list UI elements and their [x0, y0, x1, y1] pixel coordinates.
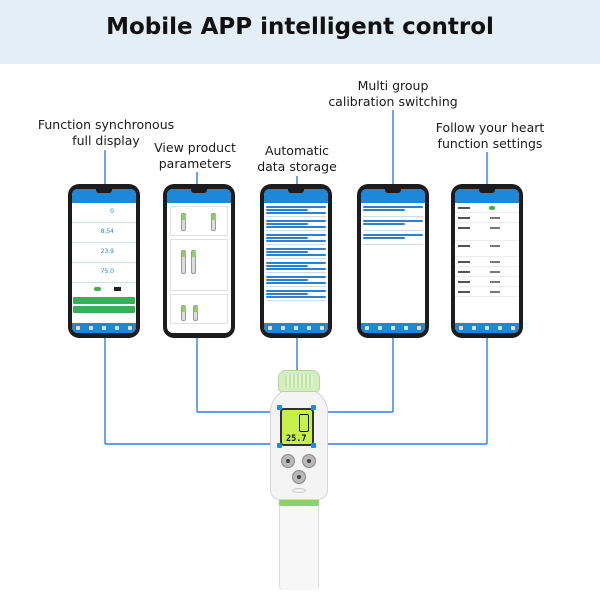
record-row[interactable]	[266, 217, 326, 231]
phone-screen	[455, 189, 519, 333]
toggle-switch[interactable]	[489, 206, 495, 210]
lcd-large-digit	[299, 414, 309, 432]
app-tabbar	[361, 323, 425, 333]
phone-readings: 0 8.54 23.9 75.0	[68, 184, 140, 338]
record-row[interactable]	[266, 259, 326, 273]
meter-lcd-display: 25.7	[280, 408, 314, 446]
settings-row[interactable]	[455, 267, 519, 277]
meter-probe	[279, 494, 319, 590]
meter-cap	[278, 370, 320, 392]
label-function-display: Function synchronous full display	[37, 117, 175, 148]
save-reading-button[interactable]	[73, 306, 135, 313]
app-titlebar	[455, 189, 519, 203]
app-tabbar	[264, 323, 328, 333]
backlight-row	[72, 283, 136, 295]
meter-button-bottom[interactable]	[292, 470, 306, 484]
header-banner: Mobile APP intelligent control	[0, 0, 600, 64]
phone-screen: 0 8.54 23.9 75.0	[72, 189, 136, 333]
label-calibration: Multi group calibration switching	[328, 78, 458, 109]
reading-row: 0	[72, 203, 136, 223]
settings-row[interactable]	[455, 277, 519, 287]
settings-row[interactable]	[455, 241, 519, 257]
lcd-reading: 25.7	[286, 434, 307, 444]
app-titlebar	[361, 189, 425, 203]
page-title: Mobile APP intelligent control	[106, 14, 494, 40]
reading-row: 75.0	[72, 263, 136, 283]
toggle-switch[interactable]	[94, 287, 101, 291]
app-tabbar	[72, 323, 136, 333]
record-row[interactable]	[266, 273, 326, 287]
label-view-parameters: View product parameters	[154, 140, 236, 171]
app-tabbar	[455, 323, 519, 333]
meter-button-left[interactable]	[281, 454, 295, 468]
phone-data-storage	[260, 184, 332, 338]
phone-screen	[361, 189, 425, 333]
product-card	[170, 206, 228, 236]
reading-row: 23.9	[72, 243, 136, 263]
label-data-storage: Automatic data storage	[257, 143, 337, 174]
product-card	[170, 239, 228, 291]
label-settings: Follow your heart function settings	[435, 120, 545, 151]
settings-row[interactable]	[455, 287, 519, 297]
settings-row[interactable]	[455, 257, 519, 267]
record-row[interactable]	[266, 287, 326, 301]
settings-row[interactable]	[455, 213, 519, 223]
phone-calibration	[357, 184, 429, 338]
app-titlebar	[72, 189, 136, 203]
reading-row: 8.54	[72, 223, 136, 243]
phone-settings	[451, 184, 523, 338]
calibration-group-row[interactable]	[363, 203, 423, 217]
battery-icon	[114, 287, 121, 291]
settings-row[interactable]	[455, 203, 519, 213]
record-row[interactable]	[266, 203, 326, 217]
meter-ring	[292, 488, 306, 493]
calibration-group-row[interactable]	[363, 217, 423, 231]
calibration-group-row[interactable]	[363, 231, 423, 245]
meter-button-right[interactable]	[302, 454, 316, 468]
record-row[interactable]	[266, 245, 326, 259]
record-row[interactable]	[266, 231, 326, 245]
hold-reading-button[interactable]	[73, 297, 135, 304]
settings-row[interactable]	[455, 223, 519, 241]
product-card	[170, 294, 228, 324]
phone-product-parameters	[163, 184, 235, 338]
phone-screen	[167, 189, 231, 333]
app-titlebar	[167, 189, 231, 203]
app-titlebar	[264, 189, 328, 203]
phone-screen	[264, 189, 328, 333]
